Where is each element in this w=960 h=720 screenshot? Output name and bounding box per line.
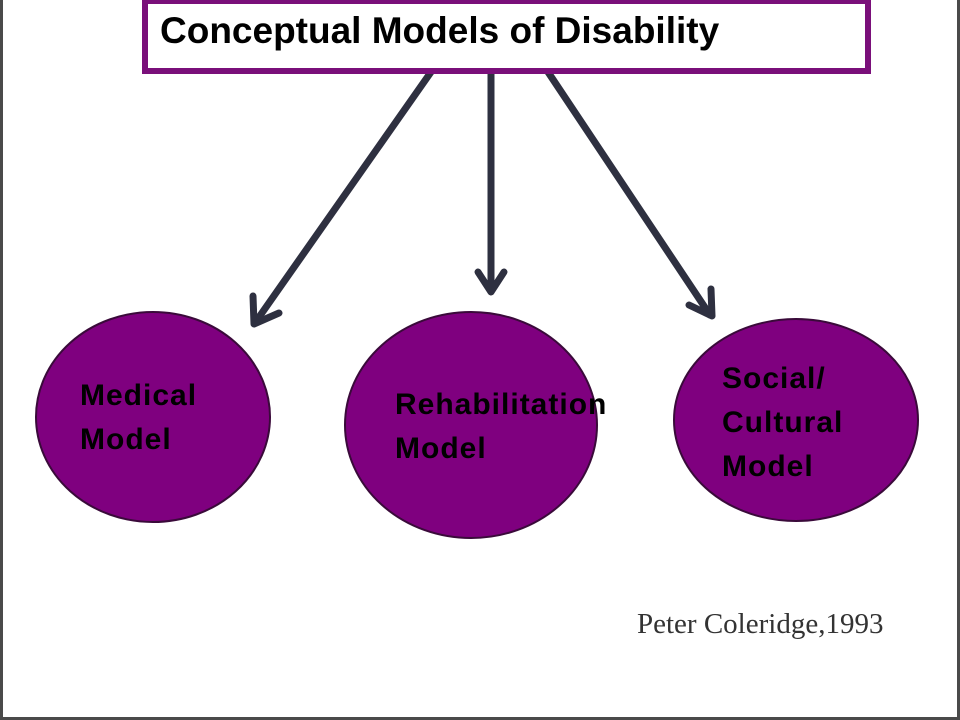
- medical-model-label-line2: Model: [80, 423, 172, 456]
- arrow-to-social-cultural-model: [544, 68, 716, 320]
- title-box: Conceptual Models of Disability: [142, 0, 871, 74]
- medical-model-label-line1: Medical: [80, 379, 198, 412]
- arrow-to-rehabilitation-model: [474, 68, 508, 296]
- social-cultural-model-node: [673, 318, 919, 522]
- arrow-to-medical-model: [249, 68, 435, 328]
- page-title: Conceptual Models of Disability: [160, 10, 720, 51]
- rehabilitation-model-label-line2: Model: [395, 432, 487, 465]
- social-cultural-model-label-line1: Social/: [722, 362, 826, 395]
- social-cultural-model-label-line3: Model: [722, 450, 814, 483]
- rehabilitation-model-label: Rehabilitation Model: [395, 383, 607, 471]
- rehabilitation-model-node: [344, 311, 598, 539]
- social-cultural-model-label: Social/ Cultural Model: [722, 357, 843, 489]
- medical-model-node: [35, 311, 271, 523]
- diagram-canvas: [35, 68, 919, 539]
- arrows: [249, 68, 716, 328]
- citation: Peter Coleridge,1993: [637, 608, 884, 640]
- social-cultural-model-label-line2: Cultural: [722, 406, 844, 439]
- medical-model-label: Medical Model: [80, 374, 197, 462]
- rehabilitation-model-label-line1: Rehabilitation: [395, 388, 608, 421]
